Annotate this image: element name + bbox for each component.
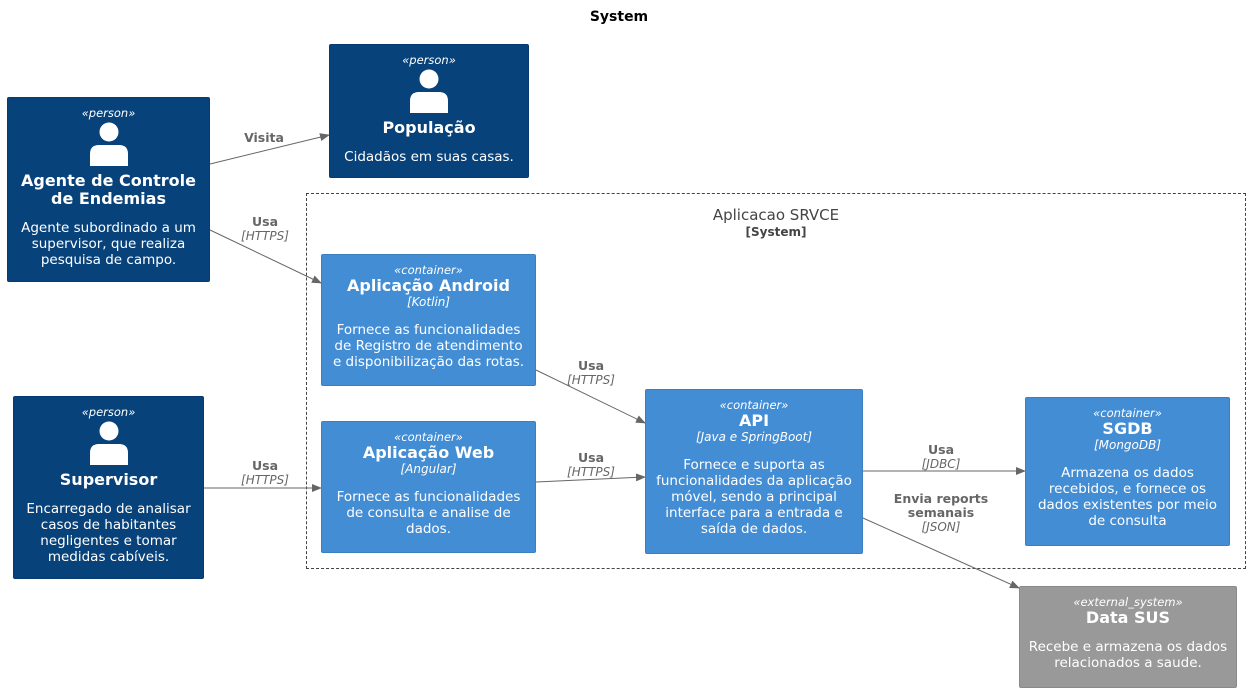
node-stereotype: «external_system» [1073, 595, 1183, 609]
edge-label-text: Usa [251, 458, 279, 473]
edge-label-text: Visita [244, 130, 284, 145]
diagram-title: System [589, 9, 649, 25]
node-datasus[interactable]: «external_system» Data SUS Recebe e arma… [1019, 586, 1237, 688]
edge-api-datasus [862, 517, 1020, 589]
node-title: SGDB [1102, 419, 1153, 438]
edge-label-api-datasus: Envia reports semanais [JSON] [886, 491, 996, 535]
edge-label-tech: [JSON] [921, 520, 961, 534]
node-agente[interactable]: «person» Agente de Controle de Endemias … [7, 97, 210, 282]
edge-label-tech: [HTTPS] [241, 229, 289, 243]
edge-label-tech: [HTTPS] [567, 373, 615, 387]
node-description: Recebe e armazena os dados relacionados … [1028, 639, 1228, 671]
edge-label-tech: [HTTPS] [567, 465, 615, 479]
edge-agente-android [209, 229, 322, 284]
node-title: API [738, 411, 770, 430]
person-icon [410, 69, 448, 113]
node-stereotype: «container» [394, 430, 463, 444]
node-technology: [Kotlin] [406, 295, 451, 309]
node-api[interactable]: «container» API [Java e SpringBoot] Forn… [645, 389, 863, 554]
node-description: Cidadãos em suas casas. [344, 149, 514, 165]
edge-android-api [535, 369, 646, 424]
edge-label-web-api: Usa [HTTPS] [567, 450, 615, 480]
edge-label-text: Usa [577, 358, 605, 373]
boundary-label: Aplicacao SRVCE [712, 206, 840, 224]
edge-label-supervisor-web: Usa [HTTPS] [241, 458, 289, 488]
node-description: Fornece as funcionalidades de consulta e… [336, 489, 521, 537]
node-title: Aplicação Web [362, 443, 495, 462]
node-title: Aplicação Android [347, 276, 510, 295]
node-stereotype: «person» [81, 106, 136, 120]
node-description: Fornece as funcionalidades de Registro d… [332, 322, 525, 370]
node-title: Agente de Controle de Endemias [20, 171, 196, 208]
node-stereotype: «container» [719, 398, 789, 412]
node-description: Armazena os dados recebidos, e fornece o… [1037, 465, 1218, 529]
node-stereotype: «container» [394, 263, 463, 277]
node-title: Data SUS [1085, 608, 1171, 627]
node-description: Agente subordinado a um supervisor, que … [21, 220, 196, 268]
node-technology: [Angular] [400, 462, 457, 476]
edge-label-text: Usa [577, 450, 605, 465]
boundary-type: [System] [745, 225, 807, 239]
node-populacao[interactable]: «person» População Cidadãos em suas casa… [329, 44, 529, 178]
node-technology: [MongoDB] [1093, 438, 1162, 452]
node-technology: [Java e SpringBoot] [695, 430, 813, 444]
edge-web-api [535, 473, 646, 483]
person-icon [89, 421, 128, 465]
node-stereotype: «person» [402, 53, 456, 67]
person-icon [89, 122, 128, 166]
edge-label-agente-populacao: Visita [244, 131, 284, 145]
node-title: Supervisor [59, 470, 158, 489]
edge-label-tech: [JDBC] [921, 457, 961, 471]
edge-label-tech: [HTTPS] [241, 473, 289, 487]
edge-label-android-api: Usa [HTTPS] [567, 358, 615, 388]
node-android[interactable]: «container» Aplicação Android [Kotlin] F… [321, 254, 536, 386]
edge-agente-populacao [209, 133, 330, 165]
node-description: Fornece e suporta as funcionalidades da … [656, 457, 852, 537]
node-stereotype: «person» [81, 405, 136, 419]
edge-label-api-sgdb: Usa [JDBC] [921, 442, 961, 472]
edge-label-text: Usa [251, 214, 279, 229]
node-title: População [382, 118, 476, 137]
edge-label-text: Envia reports semanais [893, 491, 989, 520]
node-description: Encarregado de analisar casos de habitan… [26, 501, 191, 565]
node-web[interactable]: «container» Aplicação Web [Angular] Forn… [321, 421, 536, 553]
edge-label-agente-android: Usa [HTTPS] [241, 214, 289, 244]
edge-label-text: Usa [927, 442, 955, 457]
node-stereotype: «container» [1093, 406, 1162, 420]
system-boundary: Aplicacao SRVCE [System] [306, 193, 1246, 569]
node-supervisor[interactable]: «person» Supervisor Encarregado de anali… [13, 396, 204, 579]
node-sgdb[interactable]: «container» SGDB [MongoDB] Armazena os d… [1025, 397, 1230, 546]
